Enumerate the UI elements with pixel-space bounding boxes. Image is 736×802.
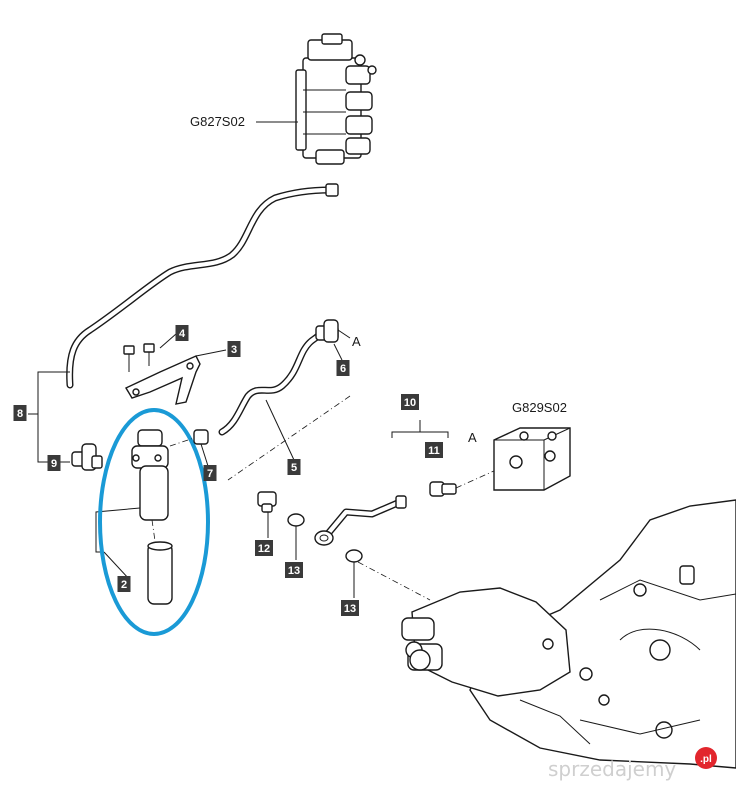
fitting-7 — [193, 429, 209, 467]
callout-box — [175, 325, 189, 341]
callout-tag: 5 — [287, 459, 301, 475]
callout-tag: 10 — [401, 394, 419, 410]
callout-tag: 13 — [341, 600, 359, 616]
elbow-fitting-9 — [71, 443, 103, 471]
reference-g827s02: G827S02 — [190, 114, 245, 129]
highlight-ellipse — [98, 408, 210, 636]
washer-13-b — [345, 549, 363, 563]
valve-block-right — [493, 427, 571, 491]
watermark: sprzedajemy .pl — [548, 747, 717, 781]
callout-box — [401, 394, 419, 410]
watermark-badge — [695, 747, 717, 769]
fitting-11 — [429, 481, 457, 497]
rigid-pipe-10 — [314, 495, 407, 546]
callout-tag: 13 — [285, 562, 303, 578]
callout-box — [336, 360, 350, 376]
callout-box — [13, 405, 27, 421]
callout-box — [117, 576, 131, 592]
callout-number: 9 — [51, 458, 57, 470]
callout-box — [287, 459, 301, 475]
callout-tag: 6 — [336, 360, 350, 376]
callout-tag: 7 — [203, 465, 217, 481]
callout-tag: 3 — [227, 341, 241, 357]
callout-tag: 2 — [117, 576, 131, 592]
callout-box — [203, 465, 217, 481]
callout-number: 13 — [288, 565, 300, 577]
callout-tag: 12 — [255, 540, 273, 556]
callout-tag: 9 — [47, 455, 61, 471]
callout-tag: 4 — [175, 325, 189, 341]
callout-box — [47, 455, 61, 471]
callout-tag: 8 — [13, 405, 27, 421]
control-valve-top — [295, 33, 377, 165]
callout-box — [285, 562, 303, 578]
screws-4 — [123, 343, 155, 372]
callout-number: 4 — [179, 328, 186, 340]
callout-box — [227, 341, 241, 357]
callout-number: 11 — [428, 445, 440, 457]
callout-number: 8 — [17, 408, 23, 420]
elbow-fitting-6 — [315, 319, 339, 343]
connection-letter-a-top: A — [352, 334, 361, 349]
watermark-text: sprzedajemy — [548, 757, 676, 781]
callout-number: 2 — [121, 579, 127, 591]
watermark-badge-text: .pl — [700, 754, 712, 765]
callout-number: 12 — [258, 543, 270, 555]
callout-box — [255, 540, 273, 556]
mounting-bracket-3 — [125, 355, 201, 405]
callout-number: 13 — [344, 603, 356, 615]
washer-13-a — [287, 513, 305, 527]
connection-letter-a-right: A — [468, 430, 477, 445]
plug-12 — [257, 491, 277, 513]
reference-g829s02: G829S02 — [512, 400, 567, 415]
callout-number: 10 — [404, 397, 416, 409]
callout-tag: 11 — [425, 442, 443, 458]
callout-box — [341, 600, 359, 616]
filter-element-2 — [147, 541, 173, 605]
callout-number: 6 — [340, 363, 346, 375]
callout-number: 5 — [291, 462, 297, 474]
callout-number: 3 — [231, 344, 237, 356]
main-housing — [401, 499, 736, 769]
filter-assembly — [131, 429, 169, 521]
callout-number: 7 — [207, 468, 213, 480]
callout-box — [425, 442, 443, 458]
callout-layer: 2 3 4 5 6 7 8 9 10 11 12 13 13 — [13, 325, 443, 616]
